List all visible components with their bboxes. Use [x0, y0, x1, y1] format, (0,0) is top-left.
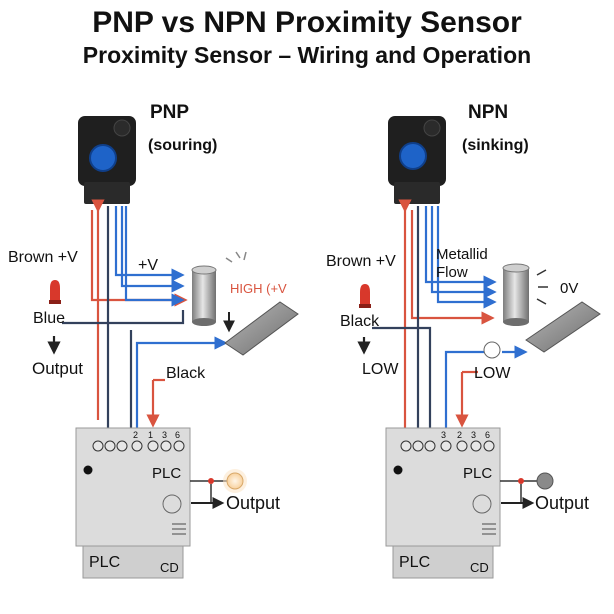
pnp-terminal-number: 6 [175, 430, 180, 440]
diagram-title: PNP vs NPN Proximity Sensor [92, 6, 522, 39]
npn-low-label-left: LOW [362, 361, 399, 378]
npn-terminal-number: 3 [471, 430, 476, 440]
pnp-plc-base-code: CD [160, 560, 179, 575]
pnp-indicator-led-icon [49, 280, 61, 304]
pnp-state-label: HIGH (+V [230, 281, 287, 296]
pnp-plc-knob-icon [162, 494, 182, 514]
pnp-plc: 2 1 3 6 PLC PLC CD [75, 427, 191, 579]
pnp-heading: PNP [150, 102, 189, 123]
npn-metal-label: Metallid [436, 246, 488, 263]
npn-terminal-number: 3 [441, 430, 446, 440]
pnp-section: PNP (souring) [8, 102, 299, 579]
pnp-terminal-number: 3 [162, 430, 167, 440]
npn-plc-base-label: PLC [399, 554, 430, 571]
npn-black-label: Black [340, 313, 380, 330]
npn-heading: NPN [468, 102, 508, 123]
npn-terminal-number: 6 [485, 430, 490, 440]
pnp-mode-label: (souring) [148, 137, 217, 154]
pnp-blue-label: Blue [33, 310, 65, 327]
npn-flow-label: Flow [436, 264, 468, 281]
pnp-target [191, 251, 299, 356]
npn-plc-output-label: Output [535, 493, 589, 513]
diagram-subtitle: Proximity Sensor – Wiring and Operation [82, 42, 532, 68]
npn-terminal-strip [400, 440, 495, 452]
pnp-output-lamp-icon [226, 472, 244, 490]
npn-state-label: 0V [560, 280, 578, 297]
npn-target [502, 263, 601, 353]
npn-terminal-number: 2 [457, 430, 462, 440]
pnp-terminal-strip [92, 440, 185, 452]
npn-plc-status-dot-icon [393, 465, 403, 475]
npn-plc-knob-icon [472, 494, 492, 514]
npn-mode-label: (sinking) [462, 137, 529, 154]
npn-sensor [388, 116, 446, 204]
npn-plc-label: PLC [463, 465, 492, 482]
pnp-sensor-lens-icon [89, 144, 117, 172]
npn-plc: 3 2 3 6 PLC PLC CD [385, 427, 501, 579]
npn-indicator-led-icon [359, 284, 371, 308]
pnp-terminal-number: 1 [148, 430, 153, 440]
npn-low-label-right: LOW [474, 365, 511, 382]
pnp-plc-status-dot-icon [83, 465, 93, 475]
pnp-terminal-number: 2 [133, 430, 138, 440]
npn-open-contact-icon [483, 341, 501, 359]
npn-output-lamp-icon [536, 472, 554, 490]
npn-section: NPN (sinking) [326, 102, 601, 579]
pnp-black-label: Black [166, 365, 206, 382]
pnp-supply-label: +V [138, 257, 158, 274]
npn-plc-base-code: CD [470, 560, 489, 575]
pnp-plc-label: PLC [152, 465, 181, 482]
pnp-wires [47, 199, 228, 436]
npn-brown-label: Brown +V [326, 253, 396, 270]
pnp-sensor [78, 116, 136, 204]
npn-sensor-lens-icon [399, 142, 427, 170]
pnp-output-label: Output [32, 359, 83, 378]
pnp-plc-base-label: PLC [89, 554, 120, 571]
pnp-brown-label: Brown +V [8, 249, 78, 266]
pnp-plc-output-label: Output [226, 493, 280, 513]
npn-wires [357, 199, 528, 444]
